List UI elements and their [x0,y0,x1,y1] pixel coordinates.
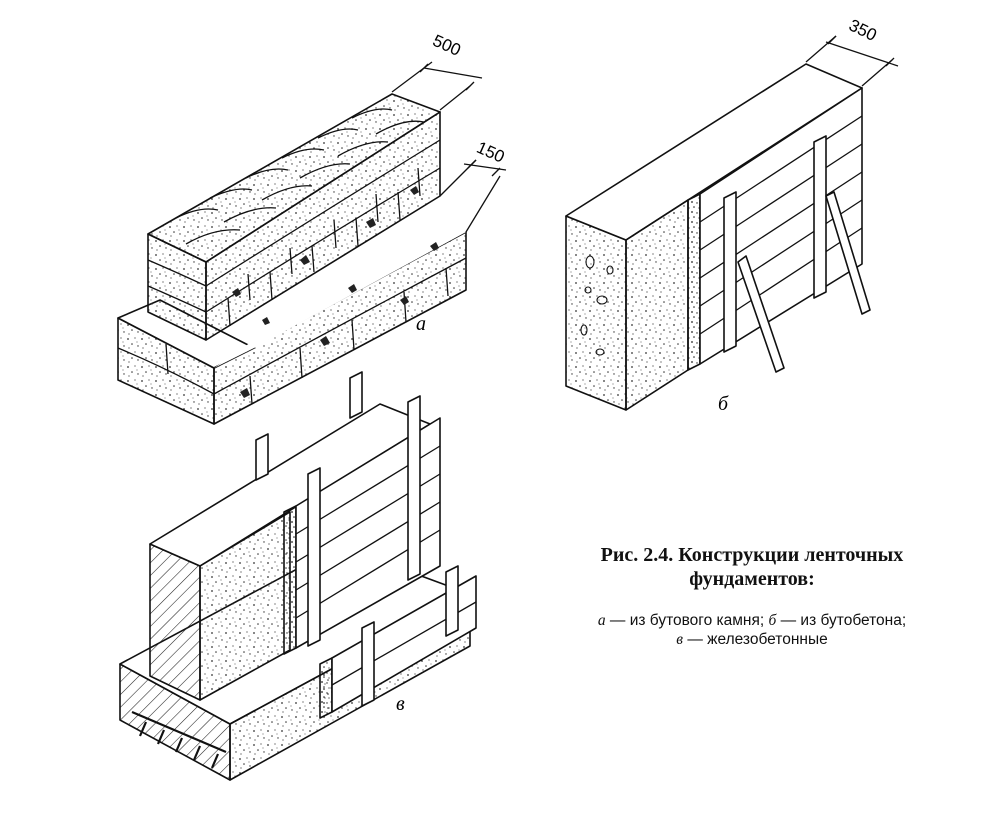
figure-caption-title: Рис. 2.4. Конструкции ленточных фундамен… [520,543,984,591]
caption-desc-line1: а — из бутового камня; б — из бутобетона… [520,611,984,630]
dimension-150 [439,159,507,233]
caption-text-a: — из бутового камня; [605,612,769,629]
panel-label-a: а [416,313,426,335]
caption-key-b: б [768,612,777,629]
caption-key-a: а [597,612,606,629]
caption-text-b: — из бутобетона; [776,612,907,629]
dimension-500 [391,61,483,111]
dim-150-label: 150 [474,138,508,167]
dim-350-label: 350 [846,16,880,46]
dimension-350 [805,35,899,87]
panel-label-b: б [718,393,729,415]
caption-text-v: — железобетонные [683,631,828,648]
caption-title-line2: фундаментов: [689,568,815,590]
figure-caption-description: а — из бутового камня; б — из бутобетона… [520,611,984,649]
caption-desc-line2: в — железобетонные [520,630,984,649]
reinforced-concrete-foundation [119,371,477,781]
rubble-concrete-foundation [565,63,871,411]
caption-title-line1: Рис. 2.4. Конструкции ленточных [600,544,904,566]
caption-key-v: в [676,631,684,648]
dim-500-label: 500 [430,31,464,60]
rubble-stone-foundation [117,93,467,425]
panel-label-v: в [396,693,405,715]
